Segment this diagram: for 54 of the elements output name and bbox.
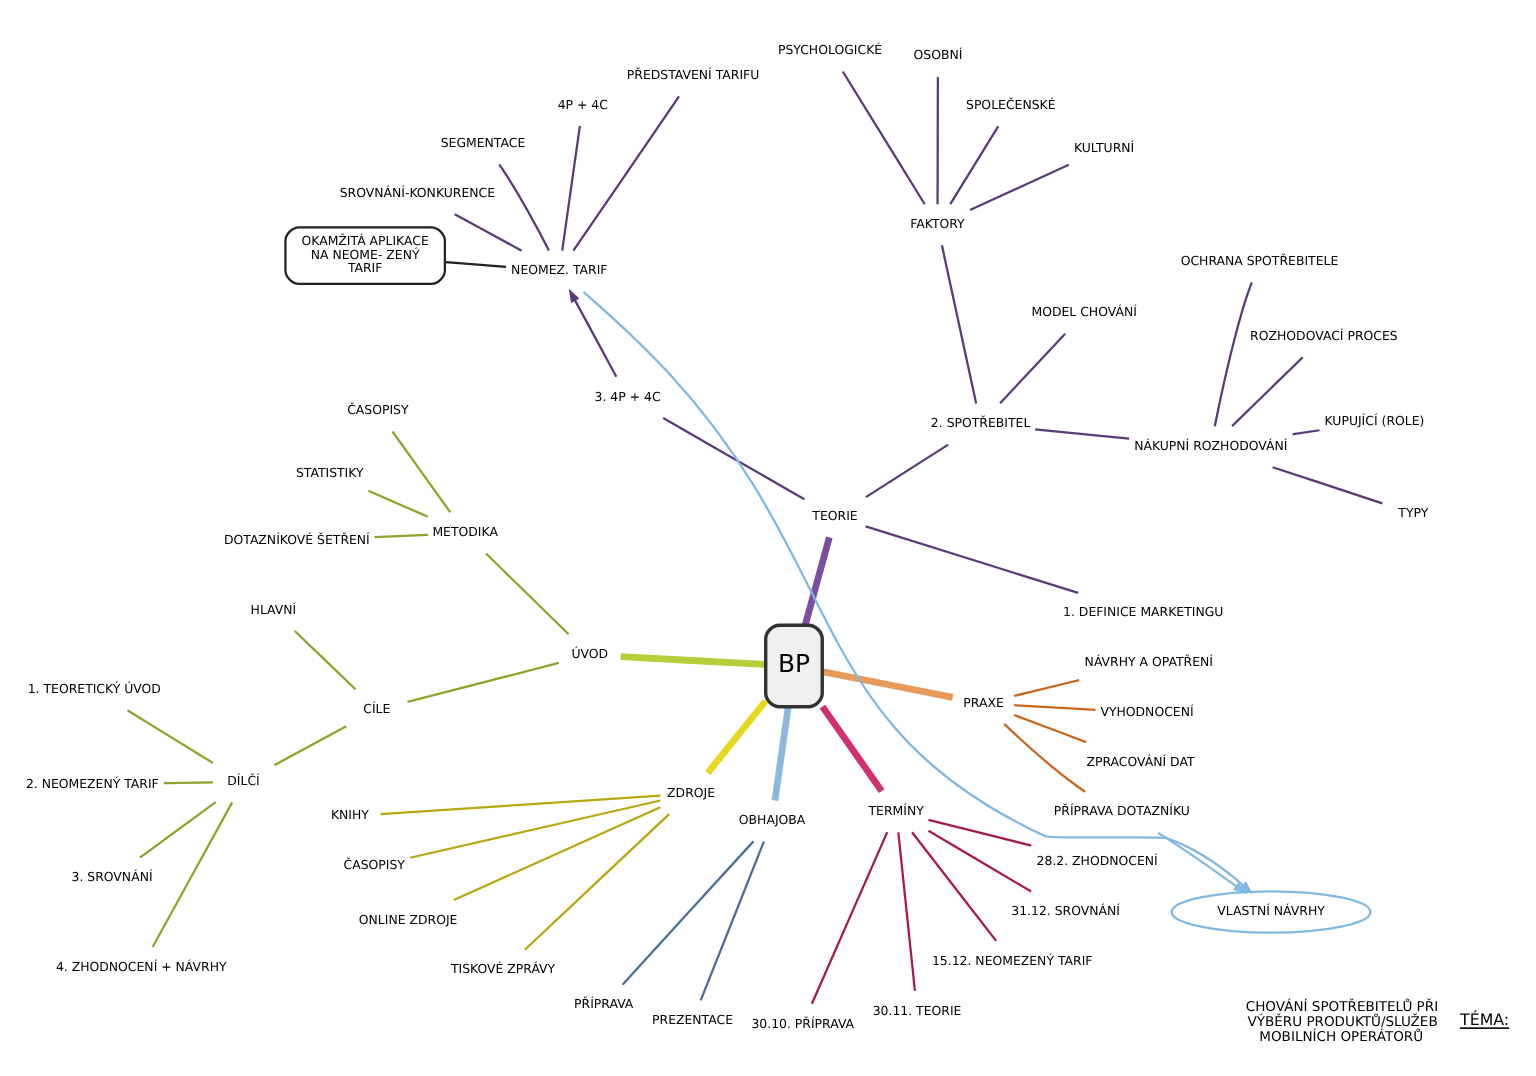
connector xyxy=(445,260,507,269)
connector xyxy=(380,794,661,816)
connector xyxy=(865,525,1079,594)
connector xyxy=(453,806,661,901)
connector xyxy=(454,213,523,252)
connector xyxy=(771,706,792,801)
connector xyxy=(139,801,217,859)
connector xyxy=(498,163,550,252)
connector xyxy=(561,125,581,251)
connector xyxy=(699,841,765,1001)
connector xyxy=(1272,466,1383,505)
connector xyxy=(409,799,661,859)
connector xyxy=(999,332,1066,404)
connector xyxy=(865,443,949,499)
arrow xyxy=(1157,831,1247,894)
connector xyxy=(621,840,755,986)
connector xyxy=(294,630,357,691)
connector xyxy=(841,70,926,205)
connector xyxy=(524,813,670,951)
connector xyxy=(705,699,769,775)
node-box: BP xyxy=(764,623,824,709)
connector xyxy=(407,661,560,704)
connector xyxy=(485,552,570,636)
connector xyxy=(367,489,429,518)
connector xyxy=(949,125,1000,205)
connector xyxy=(1014,704,1096,711)
connector xyxy=(810,831,889,1005)
connector xyxy=(391,430,452,514)
connector xyxy=(620,653,766,668)
connector xyxy=(1292,429,1320,436)
connector xyxy=(273,725,347,767)
connector xyxy=(1231,356,1304,427)
connector xyxy=(1035,428,1130,440)
connector xyxy=(821,668,954,701)
connector xyxy=(936,77,939,205)
connector xyxy=(374,533,428,539)
connector xyxy=(1213,282,1253,427)
connector xyxy=(819,704,885,794)
connector xyxy=(1003,723,1086,793)
connector xyxy=(163,781,213,785)
connector xyxy=(1013,713,1087,744)
connector xyxy=(1013,678,1080,698)
connector xyxy=(572,95,680,252)
connector xyxy=(151,801,234,948)
connector xyxy=(801,536,833,627)
connector xyxy=(911,831,998,942)
connector xyxy=(927,829,1032,893)
arrow xyxy=(568,288,618,378)
connector xyxy=(662,417,805,501)
connector xyxy=(969,163,1070,211)
connector xyxy=(897,832,917,991)
connector xyxy=(126,709,214,764)
connector xyxy=(940,245,978,404)
connector xyxy=(928,818,1032,847)
